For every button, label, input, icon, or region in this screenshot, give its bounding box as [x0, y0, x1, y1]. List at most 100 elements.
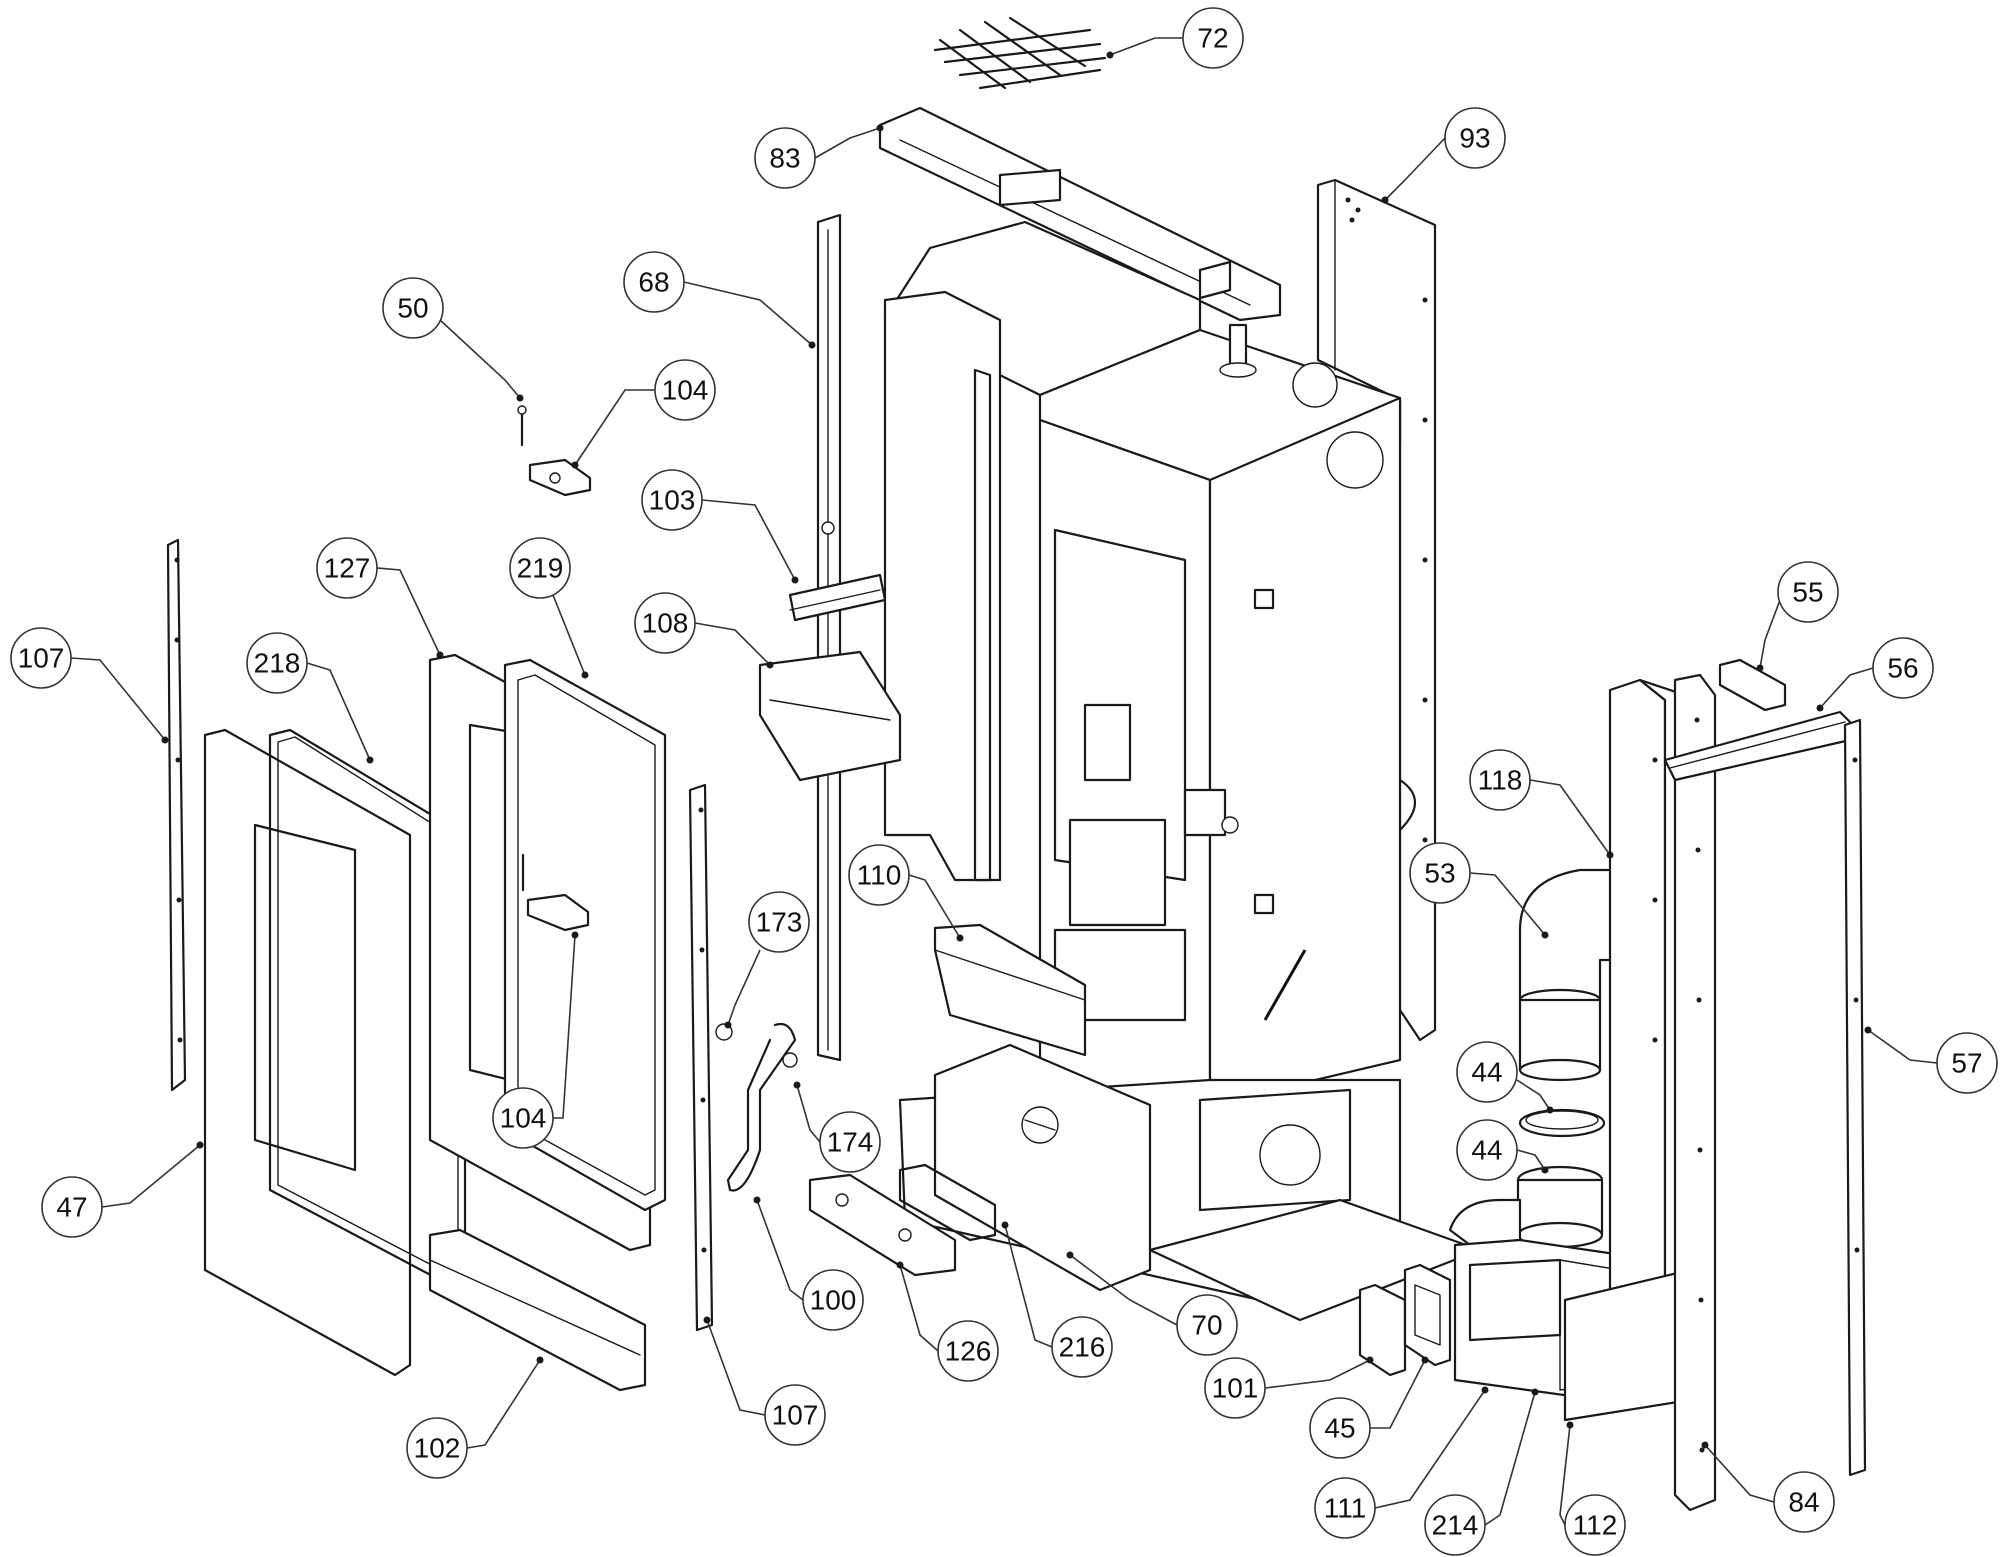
callout-bubble: [1777, 561, 1839, 623]
leader-arrowhead: [536, 1356, 544, 1364]
part-side-strip: [1843, 718, 1867, 1477]
callout-216: 216: [1001, 1221, 1113, 1378]
callout-label: 44: [1471, 1057, 1502, 1088]
leader-arrowhead: [896, 1261, 904, 1269]
leader-arrowhead: [161, 736, 169, 744]
callout-127: 127: [316, 537, 444, 659]
leader-line: [727, 949, 761, 1026]
callout-bubble: [848, 844, 910, 906]
callout-bubble: [1424, 1494, 1486, 1556]
leader-arrowhead: [1566, 1421, 1574, 1429]
callout-bubble: [1176, 1294, 1238, 1356]
callout-label: 110: [857, 860, 902, 891]
callout-label: 107: [772, 1400, 819, 1431]
callout-214: 214: [1424, 1388, 1539, 1556]
leader-line: [1819, 667, 1874, 709]
part-collar-ring-top: [1518, 1108, 1606, 1138]
leader-line: [1484, 1391, 1536, 1526]
leader-line: [756, 1199, 804, 1301]
callout-bubble: [406, 1417, 468, 1479]
leader-line: [814, 127, 881, 159]
callout-104: 104: [571, 359, 716, 469]
callout-bubble: [819, 1111, 881, 1173]
leader-arrowhead: [791, 576, 799, 584]
leader-arrowhead: [1421, 1356, 1429, 1364]
callout-label: 104: [500, 1103, 547, 1134]
callout-label: 216: [1059, 1332, 1106, 1363]
callout-bubble: [623, 251, 685, 313]
leader-line: [1516, 1079, 1551, 1111]
leader-arrowhead: [1701, 1441, 1709, 1449]
leader-line: [1469, 872, 1546, 936]
callout-218: 218: [246, 632, 374, 764]
leader-line: [376, 567, 441, 656]
callout-44: 44: [1456, 1041, 1554, 1114]
callout-label: 57: [1951, 1048, 1982, 1079]
leader-arrowhead: [1106, 51, 1114, 59]
callout-label: 108: [642, 608, 689, 639]
callout-bubble: [1936, 1032, 1998, 1094]
callout-bubble: [1182, 7, 1244, 69]
leader-line: [574, 389, 655, 466]
callout-111: 111: [1314, 1386, 1489, 1539]
part-front-plate: [933, 923, 1087, 1057]
leader-arrowhead: [1864, 1026, 1872, 1034]
callout-label: 173: [756, 907, 803, 938]
callout-100: 100: [753, 1196, 864, 1331]
part-cover-plate: [1358, 1283, 1407, 1377]
callout-label: 55: [1792, 577, 1823, 608]
part-grate: [933, 16, 1107, 90]
leader-line: [1109, 37, 1183, 56]
part-door-bottom-rail: [428, 1228, 647, 1392]
callout-44: 44: [1456, 1119, 1549, 1181]
part-small-bracket: [788, 573, 887, 622]
callout-bubble: [1204, 1357, 1266, 1419]
part-pin: [517, 405, 527, 447]
part-rear-side-panel: [1316, 178, 1437, 1042]
leader-arrowhead: [793, 1081, 801, 1089]
leader-line: [1264, 1359, 1371, 1389]
callout-label: 45: [1324, 1413, 1355, 1444]
leader-line: [466, 1359, 541, 1449]
callout-label: 111: [1324, 1493, 1367, 1524]
callout-label: 50: [397, 293, 428, 324]
leader-line: [706, 1319, 766, 1416]
callout-103: 103: [641, 469, 799, 584]
part-ash-gasket: [898, 1163, 997, 1242]
leader-line: [796, 1084, 821, 1143]
part-ash-pan: [808, 1173, 957, 1277]
callout-bubble: [634, 592, 696, 654]
callout-bubble: [654, 359, 716, 421]
part-left-rail: [816, 213, 842, 1062]
callout-label: 72: [1197, 23, 1228, 54]
leader-arrowhead: [1816, 704, 1824, 712]
callout-56: 56: [1816, 637, 1934, 712]
leader-arrowhead: [571, 931, 579, 939]
leader-arrowhead: [956, 934, 964, 942]
leader-arrowhead: [876, 124, 884, 132]
callout-45: 45: [1309, 1356, 1429, 1459]
callout-bubble: [1314, 1477, 1376, 1539]
leader-line: [1529, 779, 1611, 856]
callout-bubble: [509, 537, 571, 599]
part-shelf-bracket: [758, 650, 902, 782]
callout-label: 70: [1191, 1310, 1222, 1341]
leader-arrowhead: [1066, 1251, 1074, 1259]
callout-bubble: [10, 627, 72, 689]
part-lever: [715, 1022, 798, 1192]
part-right-rail: [1673, 673, 1717, 1512]
callout-label: 218: [254, 648, 301, 679]
callout-47: 47: [41, 1141, 204, 1238]
leader-arrowhead: [436, 651, 444, 659]
callout-label: 68: [638, 267, 669, 298]
callout-bubble: [802, 1269, 864, 1331]
callout-bubble: [1469, 749, 1531, 811]
leader-arrowhead: [196, 1141, 204, 1149]
callout-label: 100: [810, 1285, 857, 1316]
callout-bubble: [41, 1176, 103, 1238]
callout-bubble: [1456, 1041, 1518, 1103]
leader-arrowhead: [703, 1316, 711, 1324]
callout-bubble: [1456, 1119, 1518, 1181]
part-stove-body: [883, 220, 1482, 1322]
